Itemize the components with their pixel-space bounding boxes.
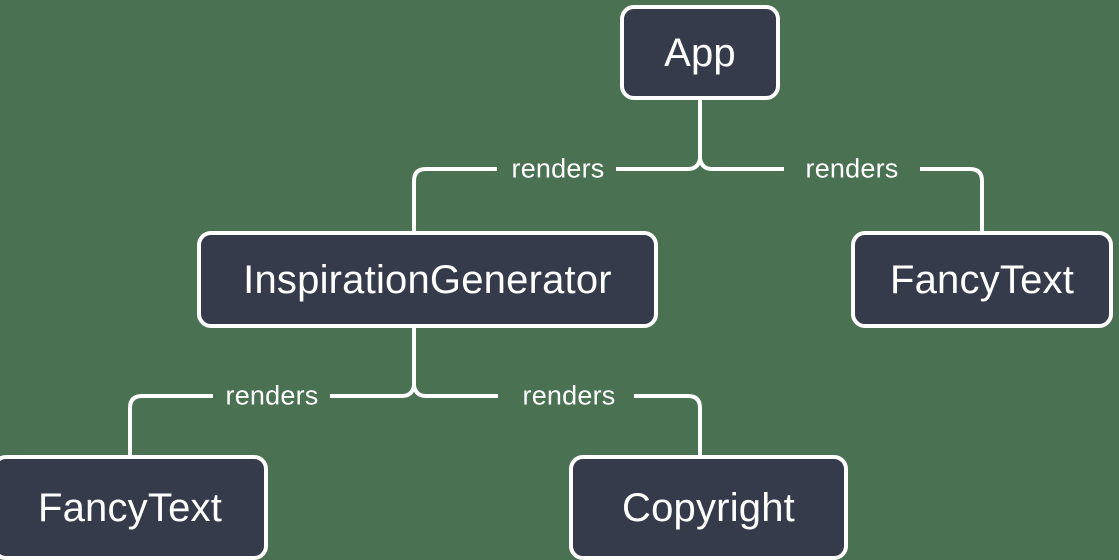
edge-app-to-fancytext-right bbox=[920, 167, 984, 231]
node-fancytext-right-label: FancyText bbox=[889, 257, 1075, 302]
node-copyright-label: Copyright bbox=[622, 485, 795, 530]
node-fancytext-bottom-label: FancyText bbox=[37, 485, 223, 530]
edge-app-to-inspirationgenerator bbox=[412, 167, 497, 231]
node-inspiration-generator[interactable]: InspirationGenerator bbox=[197, 231, 658, 328]
edge-junction-ig-left bbox=[330, 385, 416, 398]
node-copyright[interactable]: Copyright bbox=[569, 455, 848, 560]
edge-label-inspirationgenerator-to-copyright: renders bbox=[522, 380, 616, 411]
edge-label-app-to-fancytext-right: renders bbox=[805, 153, 899, 184]
node-fancytext-right[interactable]: FancyText bbox=[851, 231, 1113, 328]
node-fancytext-bottom[interactable]: FancyText bbox=[0, 455, 268, 560]
edge-junction-ig-right bbox=[412, 385, 498, 398]
edge-inspirationgenerator-to-copyright bbox=[634, 394, 702, 455]
edge-label-inspirationgenerator-to-fancytext-bottom: renders bbox=[225, 380, 319, 411]
edge-inspirationgenerator-to-fancytext-bottom bbox=[128, 394, 213, 455]
edge-junction-app-right bbox=[698, 158, 784, 171]
edge-junction-app-left bbox=[616, 158, 702, 171]
node-app-label: App bbox=[664, 30, 736, 75]
node-app[interactable]: App bbox=[620, 5, 780, 100]
edge-label-app-to-inspirationgenerator: renders bbox=[511, 153, 605, 184]
node-inspiration-generator-label: InspirationGenerator bbox=[243, 257, 612, 302]
